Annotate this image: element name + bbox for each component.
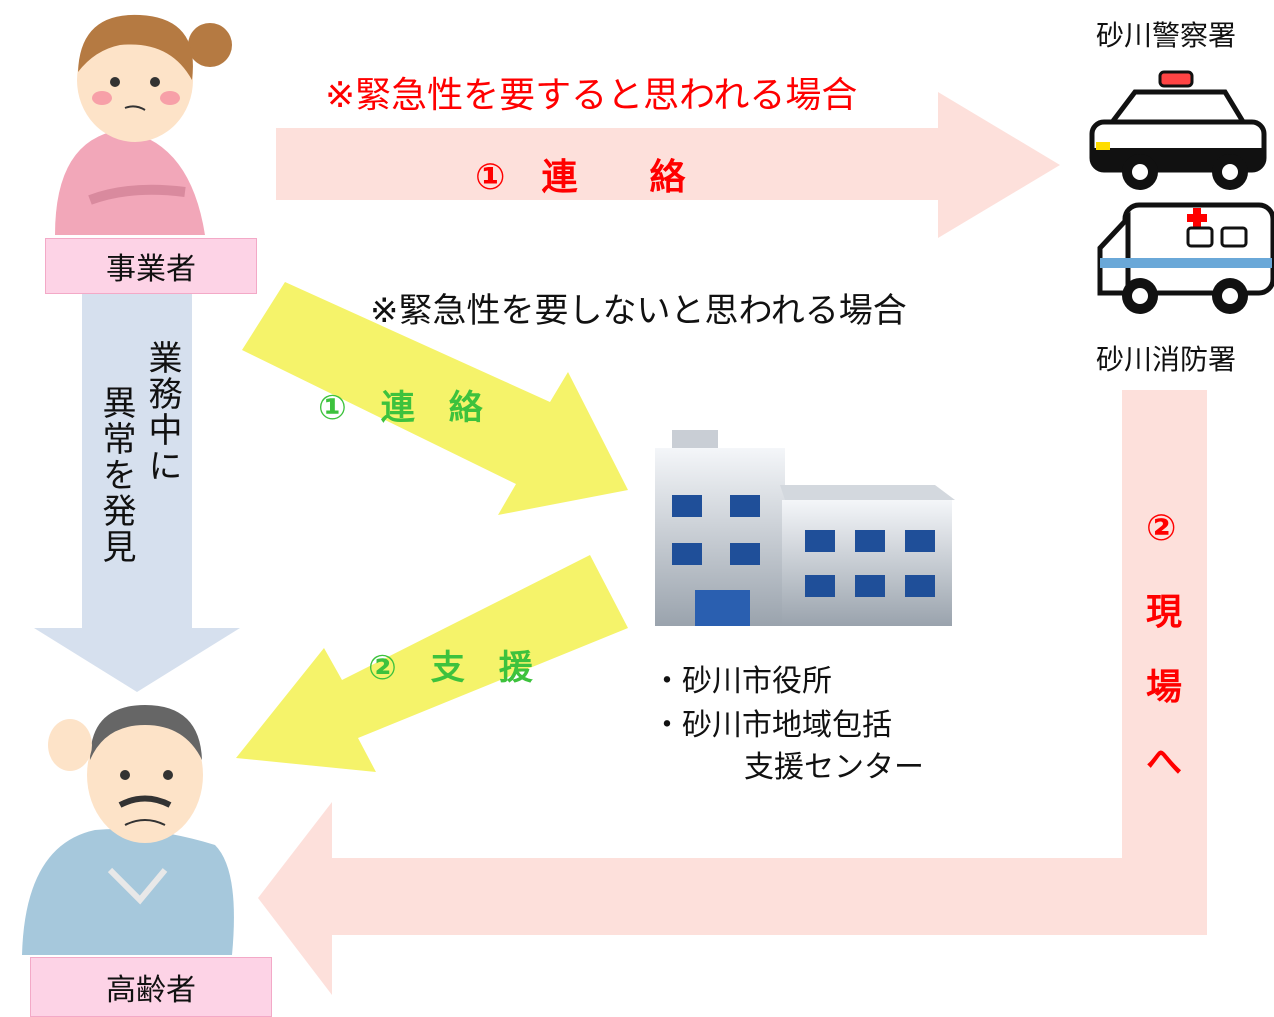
- ambulance-illustration: [1097, 202, 1274, 314]
- non-urgent-contact-label: ① 連 絡: [318, 388, 483, 428]
- business-label: 事業者: [45, 238, 257, 294]
- to-scene-char3: へ: [1146, 742, 1183, 783]
- discovery-line2: 異常を発見: [96, 385, 136, 565]
- to-scene-arrow: [258, 390, 1207, 995]
- police-label: 砂川警察署: [1096, 19, 1237, 52]
- support-label: ② 支 援: [368, 648, 533, 688]
- business-person-illustration: [55, 14, 232, 235]
- office-line2: ・砂川市地域包括: [652, 708, 892, 743]
- police-car-illustration: [1089, 70, 1267, 190]
- urgent-note: ※緊急性を要すると思われる場合: [325, 75, 858, 116]
- elderly-person-illustration: [22, 705, 234, 955]
- office-building-illustration: [655, 430, 955, 626]
- to-scene-number: ②: [1146, 508, 1177, 549]
- office-line1: ・砂川市役所: [652, 664, 832, 699]
- office-line3: 支援センター: [744, 750, 924, 785]
- urgent-contact-arrow: [276, 92, 1060, 238]
- to-scene-char2: 場: [1146, 667, 1183, 708]
- non-urgent-contact-arrow: [242, 282, 628, 515]
- discovery-line1: 業務中に: [142, 340, 182, 484]
- support-arrow: [236, 555, 628, 772]
- elderly-label: 高齢者: [30, 957, 272, 1017]
- non-urgent-note: ※緊急性を要しないと思われる場合: [370, 291, 907, 331]
- urgent-contact-label: ① 連 絡: [475, 157, 686, 198]
- to-scene-char1: 現: [1146, 592, 1183, 633]
- discovery-arrow: [34, 292, 240, 692]
- fire-label: 砂川消防署: [1096, 343, 1237, 376]
